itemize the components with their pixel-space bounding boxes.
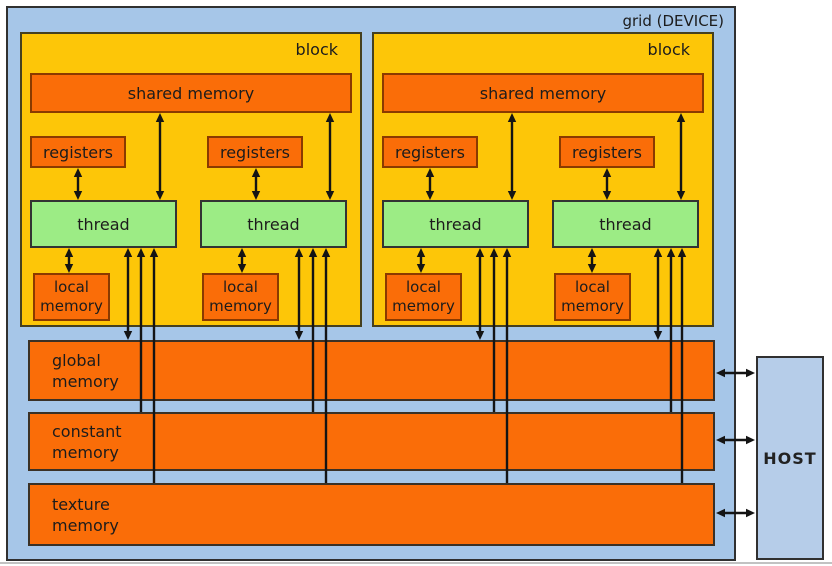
block-1-registers-2: registers — [207, 136, 303, 168]
block-2: block shared memory registers registers … — [372, 32, 714, 327]
block-2-local-memory-1: local memory — [385, 273, 462, 321]
block-1-shared-memory-label: shared memory — [127, 83, 255, 103]
block-2-thread-1-label: thread — [429, 214, 482, 234]
block-1-local-memory-1-label: local memory — [40, 278, 103, 315]
global-memory-bar: global memory — [28, 340, 715, 401]
block-1-label: block — [295, 40, 338, 59]
device-grid: grid (DEVICE) block shared memory regist… — [6, 6, 736, 561]
block-1-registers-1: registers — [30, 136, 126, 168]
bottom-divider — [0, 562, 832, 564]
host-box: HOST — [756, 356, 824, 560]
block-2-shared-memory: shared memory — [382, 73, 704, 113]
global-memory-label: global memory — [52, 350, 119, 391]
constant-memory-label: constant memory — [52, 421, 122, 462]
block-1-local-memory-1: local memory — [33, 273, 110, 321]
texture-memory-label: texture memory — [52, 494, 119, 535]
block-2-shared-memory-label: shared memory — [479, 83, 607, 103]
constant-memory-bar: constant memory — [28, 412, 715, 471]
block-1-thread-1-label: thread — [77, 214, 130, 234]
block-1-shared-memory: shared memory — [30, 73, 352, 113]
block-2-registers-1-label: registers — [394, 142, 466, 162]
block-2-registers-1: registers — [382, 136, 478, 168]
block-2-local-memory-2-label: local memory — [561, 278, 624, 315]
block-2-local-memory-1-label: local memory — [392, 278, 455, 315]
block-2-label: block — [647, 40, 690, 59]
block-1-registers-2-label: registers — [219, 142, 291, 162]
block-1-thread-2-label: thread — [247, 214, 300, 234]
block-1-local-memory-2-label: local memory — [209, 278, 272, 315]
block-2-local-memory-2: local memory — [554, 273, 631, 321]
block-2-registers-2-label: registers — [571, 142, 643, 162]
block-2-thread-1: thread — [382, 200, 529, 248]
grid-label: grid (DEVICE) — [622, 12, 724, 30]
block-1-thread-1: thread — [30, 200, 177, 248]
block-2-registers-2: registers — [559, 136, 655, 168]
block-1-local-memory-2: local memory — [202, 273, 279, 321]
texture-memory-bar: texture memory — [28, 483, 715, 546]
block-1: block shared memory registers registers … — [20, 32, 362, 327]
block-2-thread-2: thread — [552, 200, 699, 248]
block-1-registers-1-label: registers — [42, 142, 114, 162]
block-2-thread-2-label: thread — [599, 214, 652, 234]
block-1-thread-2: thread — [200, 200, 347, 248]
host-label: HOST — [763, 448, 817, 468]
